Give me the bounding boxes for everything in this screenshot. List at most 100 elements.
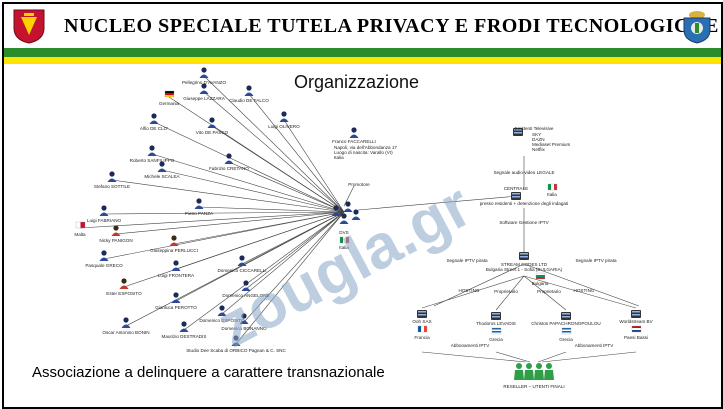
- person-icon: [149, 113, 159, 124]
- person-head: [209, 117, 215, 123]
- central-software: Software Gestione IPTV: [499, 220, 549, 225]
- hub-label: DVS: [339, 230, 348, 235]
- person-body: [241, 287, 251, 291]
- crest-icon: [683, 11, 711, 44]
- flag-stripe: [76, 222, 81, 228]
- person-head: [201, 67, 207, 73]
- person-head: [243, 280, 249, 286]
- stream-server-icon: [519, 252, 529, 260]
- provider-server-icon: [513, 128, 523, 136]
- person-icon: [147, 145, 157, 156]
- stream-country: Bulgaria: [532, 281, 549, 286]
- node-label: Thodoros LEVADIS: [476, 321, 516, 326]
- flag-border: [535, 272, 546, 280]
- person-label: Luigi FABRIANO: [87, 218, 122, 223]
- person-label: Oscar Antonino BONIN: [102, 330, 149, 335]
- person-head: [353, 209, 359, 215]
- node-link-label: HOSTING: [574, 288, 595, 293]
- subscription-label: Abbonamenti IPTV: [575, 343, 614, 348]
- node-server-icon: [561, 312, 571, 320]
- node-server-icon: [491, 312, 501, 320]
- promoter-detail: Luogo di nascita: Varallo (VI): [334, 150, 393, 155]
- person-icon: [231, 335, 241, 346]
- person-label: Claudio DE FALCO: [229, 98, 269, 103]
- person-body: [237, 262, 247, 266]
- person-label: Alfio DE CLO': [140, 126, 168, 131]
- node-label: Christos PAPACHRONOPOULOU: [531, 321, 601, 326]
- person-label: Pietro PANZA: [185, 211, 214, 216]
- person-body: [111, 232, 121, 236]
- germany-flag-icon: [164, 90, 175, 98]
- node-label: Worldstream BV: [619, 319, 653, 324]
- yellow-band: [4, 57, 721, 64]
- flag-border: [491, 327, 502, 335]
- hub-person-icon: [339, 213, 349, 224]
- person-head: [173, 260, 179, 266]
- person-body: [99, 212, 109, 216]
- person-icon: [199, 67, 209, 78]
- person-body: [207, 124, 217, 128]
- flag-border: [631, 325, 642, 333]
- flag-border: [339, 236, 350, 244]
- bulgaria-flag-icon: [535, 272, 546, 280]
- flag-border: [547, 183, 558, 191]
- signal-right: Segnale IPTV pirata: [575, 258, 617, 263]
- person-body: [239, 320, 249, 324]
- reseller-head: [526, 363, 532, 369]
- person-icon: [239, 313, 249, 324]
- person-label: Nicky PANIGON: [99, 238, 132, 243]
- person-to-hub-line: [153, 121, 345, 213]
- node-label: Ooh SAS: [412, 319, 431, 324]
- person-body: [171, 299, 181, 303]
- flag-stripe: [165, 93, 174, 95]
- reseller-person-icon: [544, 363, 554, 380]
- node-country: Grecia: [489, 337, 503, 342]
- flag-stripe: [492, 329, 501, 331]
- provider-item: SKY: [532, 132, 541, 137]
- server-slot: [520, 256, 528, 258]
- flag-stripe: [492, 332, 501, 334]
- central-label: CENTRALE: [504, 186, 529, 191]
- greece-flag-icon: [561, 327, 572, 335]
- person-icon: [99, 250, 109, 261]
- person-icon: [171, 292, 181, 303]
- central-country: Italia: [547, 192, 557, 197]
- person-to-hub-line: [203, 91, 345, 213]
- flag-stripe: [418, 326, 421, 332]
- person-to-hub-line: [221, 211, 345, 315]
- person-head: [121, 278, 127, 284]
- person-label: Domenico ANGELONE: [222, 293, 269, 298]
- person-icon: [171, 260, 181, 271]
- flag-stripe: [165, 91, 174, 93]
- providers-title: Emittenti Televisive: [515, 126, 554, 131]
- watermark-text: zougla.gr: [207, 171, 483, 361]
- promoter-name: Franco FACCARELLI: [332, 139, 376, 144]
- stream-label: STREAM CODES LTD: [501, 262, 548, 267]
- person-head: [109, 171, 115, 177]
- person-to-hub-line: [111, 179, 345, 213]
- person-body: [224, 160, 234, 164]
- italy-flag-icon: [547, 183, 558, 191]
- hub-person-icon: [343, 201, 353, 212]
- person-head: [196, 198, 202, 204]
- person-label: Roberto SANFILIPPO: [130, 158, 175, 163]
- person-body: [179, 328, 189, 332]
- person-head: [226, 153, 232, 159]
- person-label: Pellegrino D'AVANZO: [182, 80, 227, 85]
- server-slot: [514, 132, 522, 134]
- person-icon: [169, 235, 179, 246]
- server-slot: [520, 253, 528, 255]
- flag-stripe: [421, 326, 424, 332]
- person-to-hub-line: [123, 211, 345, 288]
- person-head: [123, 317, 129, 323]
- flag-stripe: [340, 237, 343, 243]
- person-label: Maurizio DESTRADIS: [162, 334, 207, 339]
- person-body: [343, 208, 353, 212]
- person-body: [339, 220, 349, 224]
- person-label: Germania: [159, 101, 180, 106]
- person-head: [113, 225, 119, 231]
- server-slot: [418, 314, 426, 316]
- person-body: [99, 257, 109, 261]
- person-to-hub-line: [115, 211, 345, 235]
- person-to-hub-line: [103, 211, 345, 260]
